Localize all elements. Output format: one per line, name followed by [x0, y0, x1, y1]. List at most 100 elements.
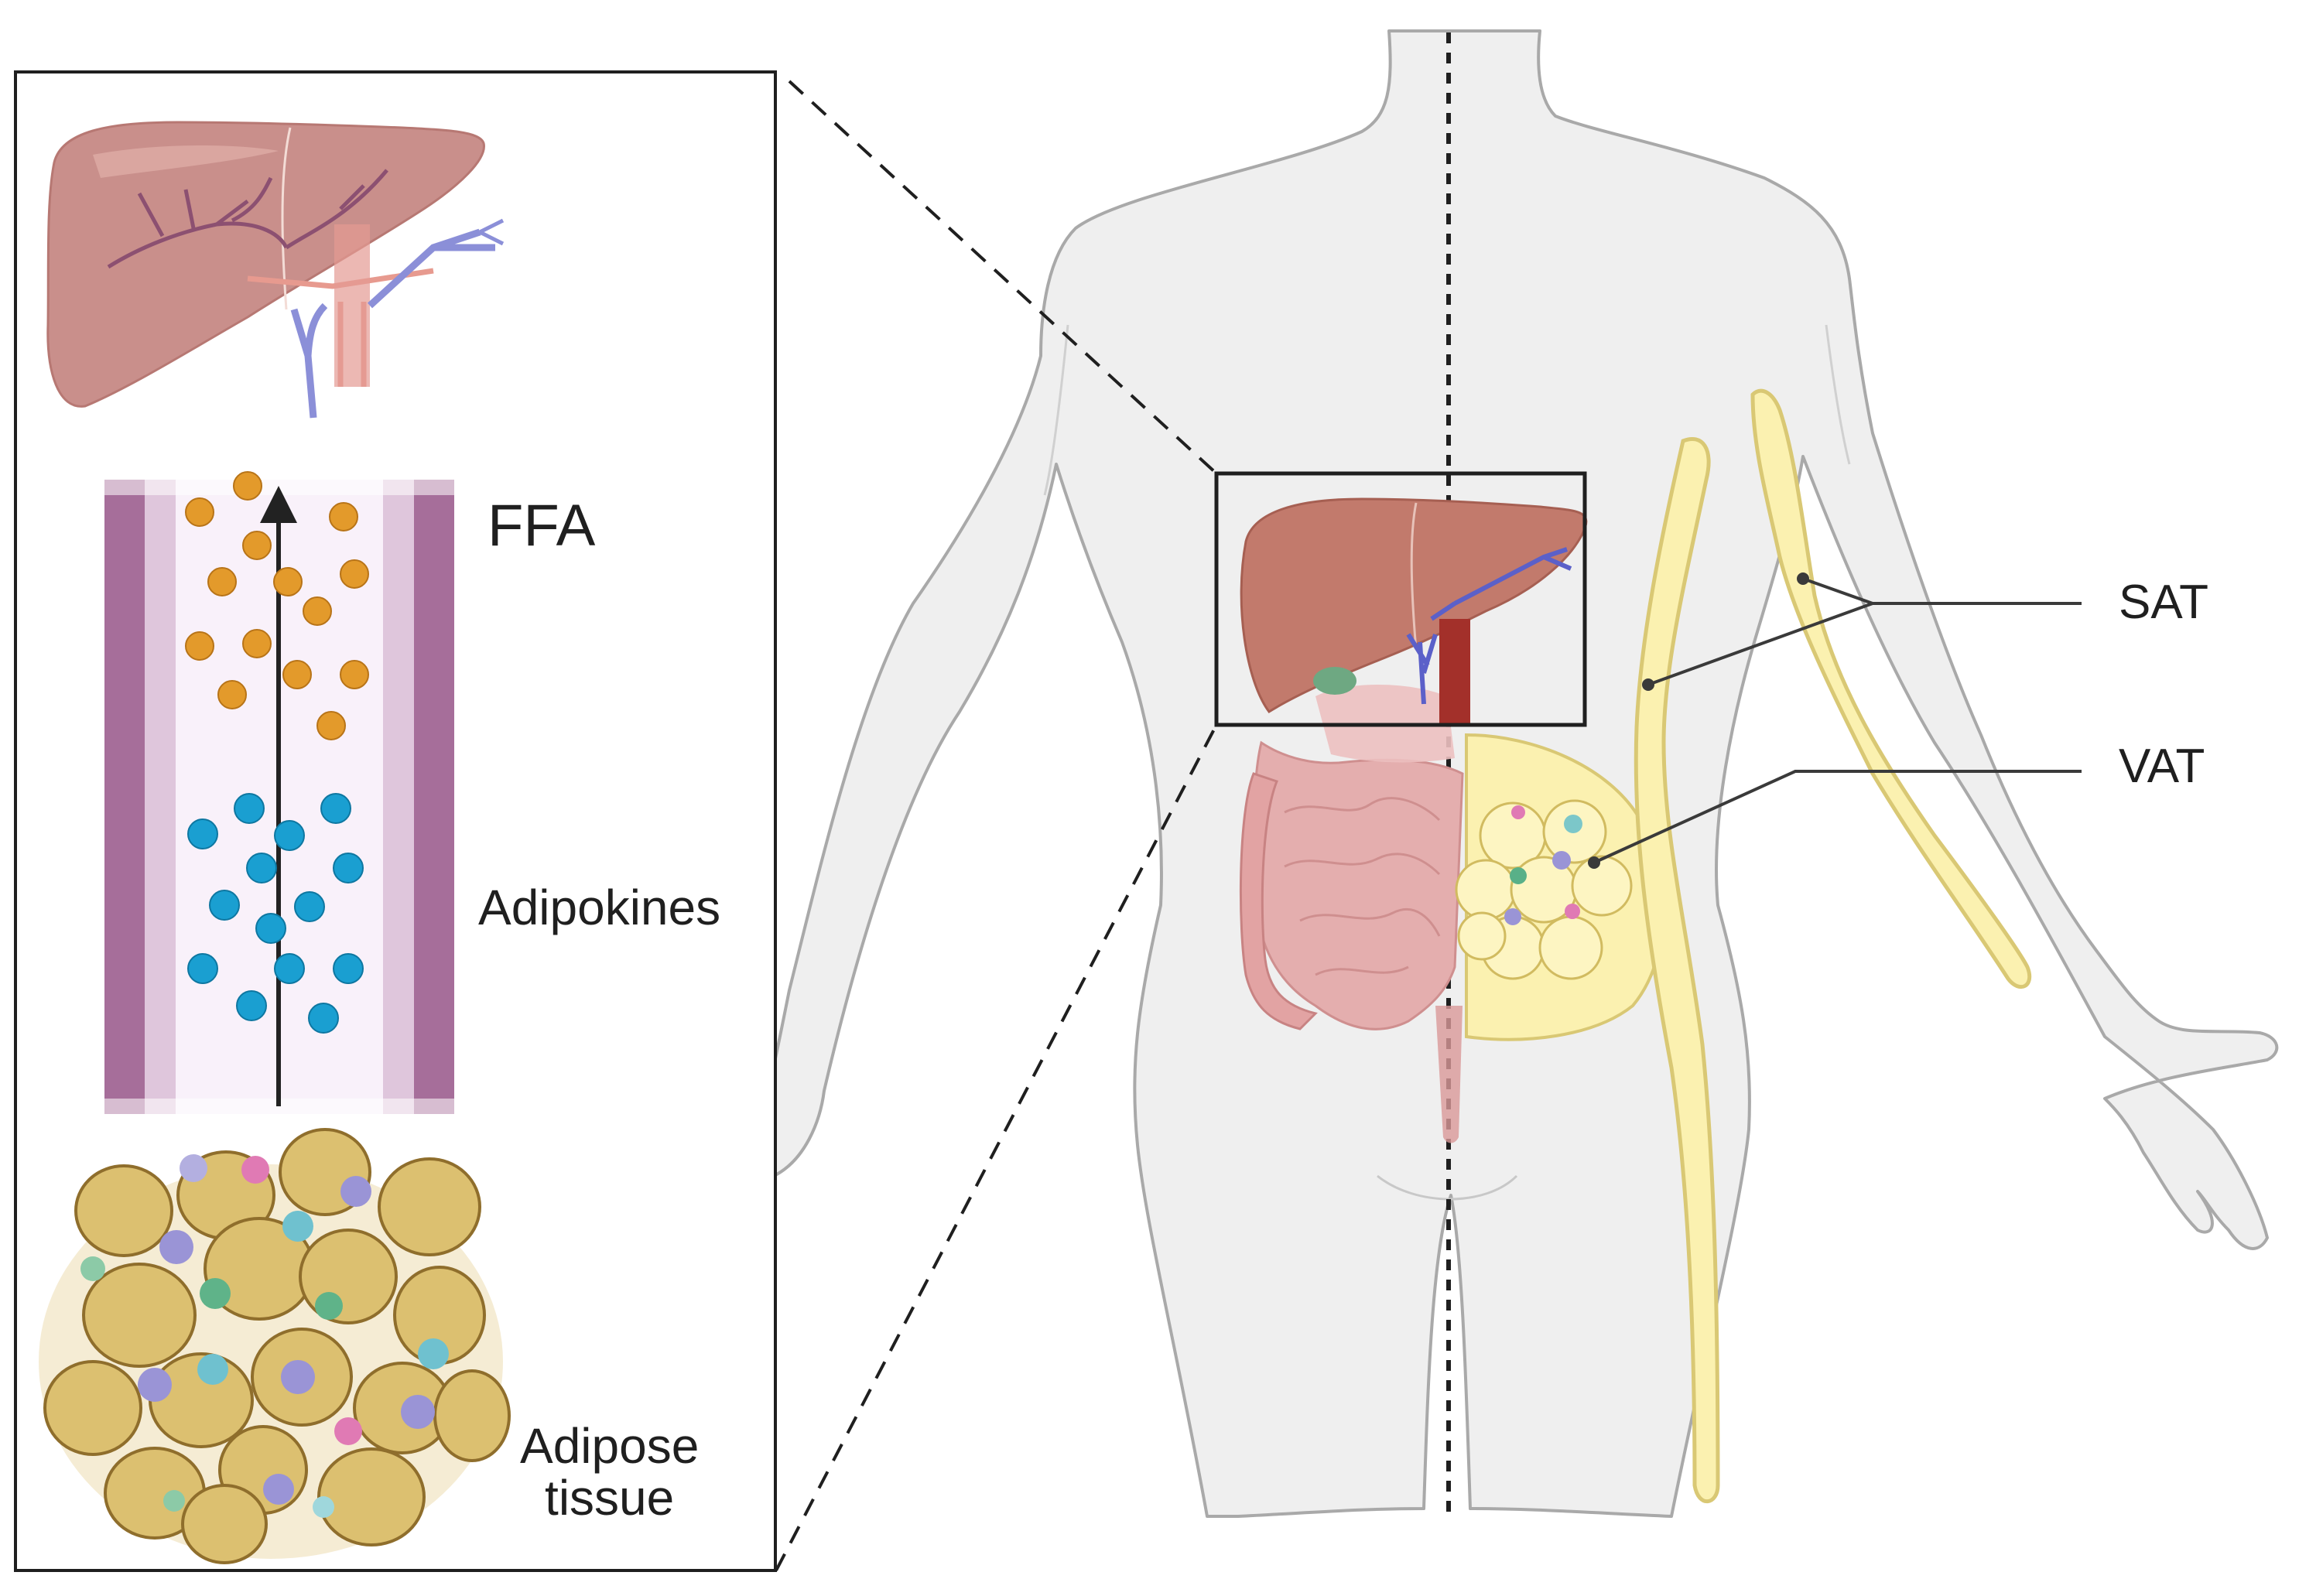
- vat-cell: [1455, 859, 1517, 921]
- vat-cell: [1457, 911, 1507, 961]
- adipokine-particle: [236, 990, 267, 1021]
- macrophage: [263, 1474, 294, 1505]
- sat-strip-trunk: [1634, 437, 1720, 1504]
- vessel-wall-right-inner: [383, 480, 414, 1114]
- body-portal-vein: [1406, 547, 1572, 705]
- macrophage: [180, 1154, 207, 1182]
- ffa-particle: [303, 596, 332, 626]
- adipocyte: [43, 1360, 142, 1456]
- vat-cell: [1571, 855, 1633, 917]
- adipokine-particle: [308, 1003, 339, 1034]
- groin-contour: [1377, 1174, 1518, 1201]
- vessel-wall-left-outer: [104, 480, 145, 1114]
- b-cell: [315, 1292, 343, 1320]
- adipokine-particles: [187, 793, 364, 1034]
- panel-liver: [46, 121, 505, 419]
- leader-lines: [1588, 572, 2082, 869]
- right-arm-contour: [1825, 324, 1851, 465]
- liver-highlight-box: [1214, 471, 1587, 727]
- adipokine-particle: [333, 953, 364, 984]
- rectum: [1435, 1006, 1463, 1143]
- sat-leader-line-arm: [1802, 577, 1873, 605]
- ffa-particle: [242, 629, 272, 658]
- ffa-particle: [329, 502, 358, 531]
- immune-cells: [80, 1154, 449, 1518]
- adipocyte: [299, 1229, 398, 1324]
- vat-immune-cell: [1510, 867, 1527, 884]
- vat-immune-cell: [1552, 851, 1571, 870]
- zoom-callout: [775, 80, 1587, 1571]
- panel-portal-branch: [478, 218, 505, 246]
- vat-immune-cell: [1565, 904, 1580, 919]
- vessel-wall-right-outer: [414, 480, 454, 1114]
- vat-immune-cell: [1504, 908, 1521, 925]
- ffa-particle: [185, 497, 214, 527]
- adipokines-label: Adipokines: [478, 880, 721, 935]
- macrophage: [340, 1176, 371, 1207]
- macrophage: [159, 1230, 193, 1264]
- adipose-tissue-label-line2: tissue: [545, 1470, 675, 1526]
- panel-portal-vein: [290, 228, 495, 419]
- adipokine-particle: [246, 853, 277, 883]
- ffa-particle: [316, 711, 346, 740]
- ffa-particle: [207, 567, 237, 596]
- ffa-particle: [273, 567, 303, 596]
- adipose-tissue-label-line1: Adipose: [520, 1418, 700, 1474]
- panel-liver-lobes: [46, 121, 485, 408]
- subcutaneous-fat: [1634, 388, 2032, 1504]
- colon: [1239, 772, 1318, 1030]
- b-cell: [200, 1278, 231, 1309]
- adipocyte: [317, 1447, 426, 1546]
- t-cell: [418, 1338, 449, 1369]
- vat-cell: [1538, 915, 1603, 980]
- adipocyte: [82, 1263, 197, 1368]
- adipocyte: [433, 1369, 511, 1462]
- vat-leader-line: [1593, 770, 2082, 864]
- body-vena-cava: [1439, 619, 1470, 723]
- t-cell: [282, 1211, 313, 1242]
- panel-hepatic-veins-dark: [107, 169, 388, 269]
- adipokine-particle: [187, 953, 218, 984]
- ffa-particle: [340, 559, 369, 589]
- adipose-tissue-label: Adipose tissue: [520, 1420, 699, 1524]
- ffa-particles: [185, 471, 369, 740]
- body-liver: [1240, 497, 1588, 723]
- adipokine-particle: [187, 819, 218, 849]
- macrophage: [401, 1395, 435, 1429]
- t-cell: [197, 1354, 228, 1385]
- adipokine-particle: [234, 793, 265, 824]
- vat-label: VAT: [2119, 740, 2205, 793]
- transport-arrow-head: [260, 486, 297, 523]
- ffa-label: FFA: [488, 493, 596, 559]
- intestines: [1239, 685, 1464, 1143]
- adipokine-particle: [274, 953, 305, 984]
- panel-vena-cava: [334, 224, 370, 387]
- zoom-line-top: [788, 80, 1218, 475]
- left-arm-contour: [1043, 324, 1069, 496]
- adipokine-particle: [209, 890, 240, 921]
- adipokine-particle: [320, 793, 351, 824]
- adipose-tissue-cluster: [39, 1128, 511, 1564]
- adipocyte: [74, 1164, 173, 1257]
- vessel-wall-left-inner: [145, 480, 176, 1114]
- ffa-particle: [185, 631, 214, 661]
- gallbladder: [1313, 667, 1356, 695]
- adipokine-particle: [333, 853, 364, 883]
- ffa-particle: [340, 660, 369, 689]
- sat-pointer-dot-arm: [1797, 572, 1809, 585]
- mast-cell: [241, 1156, 269, 1184]
- zoom-line-bottom: [775, 724, 1218, 1571]
- ffa-particle: [282, 660, 312, 689]
- adipokine-particle: [294, 891, 325, 922]
- mast-cell: [334, 1417, 362, 1445]
- panel-liver-highlight: [93, 145, 279, 178]
- adipocyte: [378, 1157, 481, 1256]
- vat-immune-cell: [1511, 805, 1525, 819]
- b-cell: [80, 1256, 105, 1281]
- liver-falciform-line: [1410, 502, 1418, 651]
- panel-falciform: [281, 127, 292, 310]
- adipocyte: [181, 1484, 268, 1564]
- adipokine-particle: [274, 820, 305, 851]
- blood-vessel: [101, 464, 457, 1130]
